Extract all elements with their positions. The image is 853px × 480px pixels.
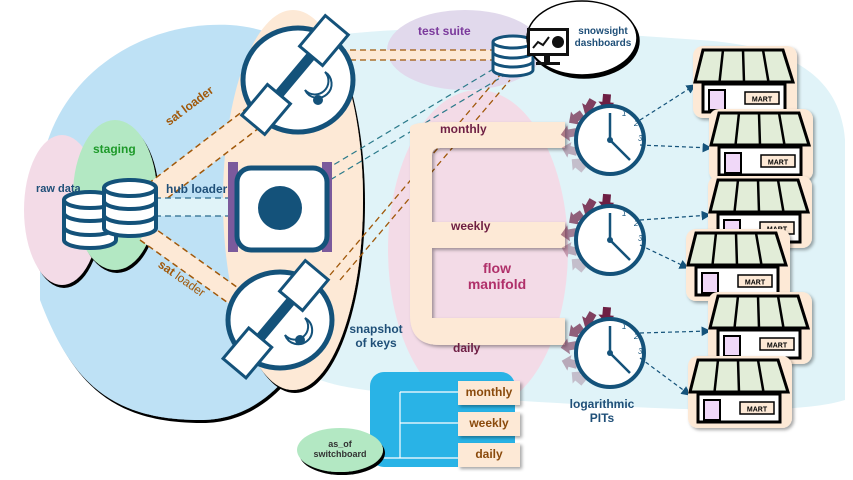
clock-number: 3 <box>638 234 643 243</box>
switch-daily[interactable] <box>458 443 520 467</box>
pit-to-mart-link <box>639 326 712 337</box>
store-icon[interactable]: MART <box>709 109 813 181</box>
switch-weekly-label: weekly <box>469 416 509 430</box>
clock-number: 1 <box>622 209 626 218</box>
pit-arrow <box>571 258 587 273</box>
flow-manifold-label: flow manifold <box>467 260 527 293</box>
hub-loader-link <box>155 197 235 217</box>
pit-arrow <box>560 225 578 242</box>
pit-to-mart-link <box>639 210 712 221</box>
pit-arrow <box>560 125 578 142</box>
snapshot-of-keys-label: snapshot of keys <box>349 322 403 350</box>
satellite-icon-top <box>239 13 356 137</box>
as-of-switchboard-label: as_of switchboard <box>313 439 367 460</box>
pit-arrow <box>571 371 587 386</box>
test-suite-label: test suite <box>418 24 471 38</box>
store-sign: MART <box>752 97 773 104</box>
store-sign: MART <box>768 160 789 167</box>
pit-arrow <box>561 142 579 158</box>
store-sign: MART <box>747 407 768 414</box>
weekly-clock-icon: 12 3 <box>560 193 646 276</box>
switch-weekly[interactable] <box>458 412 520 436</box>
manifold-branch-daily: daily <box>453 341 481 355</box>
switch-monthly[interactable] <box>458 381 520 405</box>
store-icon[interactable]: MART <box>686 229 790 301</box>
pit-arrow <box>561 355 579 371</box>
pit-to-mart-link <box>639 244 690 269</box>
pit-arrow <box>560 338 578 355</box>
pit-to-mart-link <box>639 142 713 153</box>
clock-number: 1 <box>622 322 626 331</box>
pit-arrow <box>571 158 587 173</box>
switch-monthly-label: monthly <box>465 385 513 399</box>
monthly-clock-icon: 12 3 <box>560 93 646 176</box>
raw-data-label: raw data <box>36 183 81 195</box>
pit-arrow <box>569 110 585 125</box>
clock-number: 1 <box>622 109 626 118</box>
clock-number: 2 <box>633 119 639 128</box>
hub-icon <box>228 162 332 253</box>
pit-to-mart-link <box>639 84 697 121</box>
as-of-switchboard-bubble[interactable] <box>297 428 383 472</box>
clock-number: 3 <box>638 347 643 356</box>
pit-arrow <box>569 210 585 225</box>
pit-arrow <box>569 323 585 338</box>
switch-daily-label: daily <box>475 447 503 461</box>
clock-number: 2 <box>633 219 639 228</box>
store-sign: MART <box>745 280 766 287</box>
logarithmic-pits-label: logarithmic PITs <box>569 397 635 425</box>
as-of-switchboard <box>340 372 520 467</box>
manifold-branch-monthly: monthly <box>440 122 487 136</box>
database-icon-test-suite <box>491 34 535 78</box>
sat-loader-bottom-link <box>139 224 256 316</box>
pit-arrow <box>561 242 579 258</box>
satellite-icon-bottom <box>220 258 335 381</box>
clock-number: 2 <box>633 332 639 341</box>
hub-loader-label: hub loader <box>166 182 228 196</box>
store-sign: MART <box>767 343 788 350</box>
staging-label: staging <box>93 142 136 156</box>
flow-manifold-pipes <box>410 122 565 345</box>
dashboard-monitor-icon <box>527 28 569 65</box>
clock-number: 3 <box>638 134 643 143</box>
database-icon-staging <box>102 178 158 238</box>
pit-to-mart-link <box>639 357 691 396</box>
store-icon[interactable]: MART <box>708 292 812 364</box>
daily-clock-icon: 12 3 <box>560 306 646 389</box>
store-icon[interactable]: MART <box>688 356 792 428</box>
snowsight-dashboards-label: snowsight dashboards <box>574 26 632 49</box>
store-icon[interactable]: MART <box>693 46 797 118</box>
manifold-branch-weekly: weekly <box>451 219 491 233</box>
